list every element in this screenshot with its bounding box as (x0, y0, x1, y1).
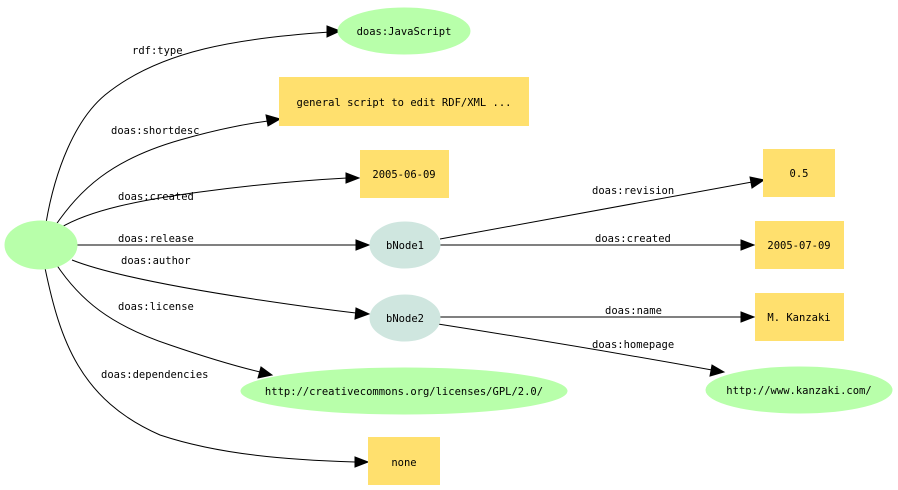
edge-homepage: doas:homepage (437, 323, 726, 377)
node-created1-label: 2005-06-09 (372, 169, 435, 181)
edge-label-license: doas:license (118, 301, 194, 313)
node-none-label: none (391, 457, 416, 469)
edge-label-release: doas:release (118, 233, 194, 245)
node-shortdesc[interactable]: general script to edit RDF/XML ... (279, 77, 529, 126)
edge-label-author: doas:author (121, 255, 191, 267)
node-name[interactable]: M. Kanzaki (755, 293, 844, 341)
edge-label-name: doas:name (605, 305, 662, 317)
node-license[interactable]: http://creativecommons.org/licenses/GPL/… (240, 367, 568, 415)
node-bnode1[interactable]: bNode1 (369, 221, 441, 269)
node-created2-label: 2005-07-09 (767, 240, 830, 252)
edge-revision: doas:revision (439, 176, 766, 240)
edge-label-dependencies: doas:dependencies (101, 369, 208, 381)
node-subject[interactable] (4, 220, 78, 270)
node-homepage[interactable]: http://www.kanzaki.com/ (705, 366, 893, 414)
edge-release: doas:release (76, 233, 371, 251)
node-created1[interactable]: 2005-06-09 (360, 150, 449, 198)
node-created2[interactable]: 2005-07-09 (755, 221, 844, 269)
node-name-label: M. Kanzaki (767, 312, 830, 324)
node-bnode1-label: bNode1 (386, 240, 424, 252)
node-bnode2[interactable]: bNode2 (369, 294, 441, 342)
edge-shortdesc: doas:shortdesc (54, 114, 282, 227)
node-revision-label: 0.5 (790, 168, 809, 180)
edge-label-created: doas:created (118, 191, 194, 203)
edge-author: doas:author (71, 255, 371, 320)
edge-name: doas:name (440, 305, 756, 323)
node-none[interactable]: none (368, 437, 440, 485)
edge-label-shortdesc: doas:shortdesc (111, 125, 200, 137)
edge-dependencies: doas:dependencies (44, 267, 370, 468)
node-bnode2-label: bNode2 (386, 313, 424, 325)
edge-created2: doas:created (440, 233, 756, 251)
edge-label-revision: doas:revision (592, 185, 674, 197)
node-homepage-label: http://www.kanzaki.com/ (726, 385, 871, 397)
node-javascript[interactable]: doas:JavaScript (337, 7, 471, 55)
edge-label-rdf-type: rdf:type (132, 45, 183, 57)
node-license-label: http://creativecommons.org/licenses/GPL/… (265, 386, 543, 398)
edge-label-homepage: doas:homepage (592, 339, 674, 351)
edge-license: doas:license (55, 263, 274, 379)
edge-created: doas:created (59, 172, 361, 229)
node-javascript-label: doas:JavaScript (357, 26, 452, 38)
edge-label-created2: doas:created (595, 233, 671, 245)
edge-rdf-type: rdf:type (45, 25, 342, 224)
node-revision[interactable]: 0.5 (763, 149, 835, 197)
node-shortdesc-label: general script to edit RDF/XML ... (297, 97, 512, 109)
